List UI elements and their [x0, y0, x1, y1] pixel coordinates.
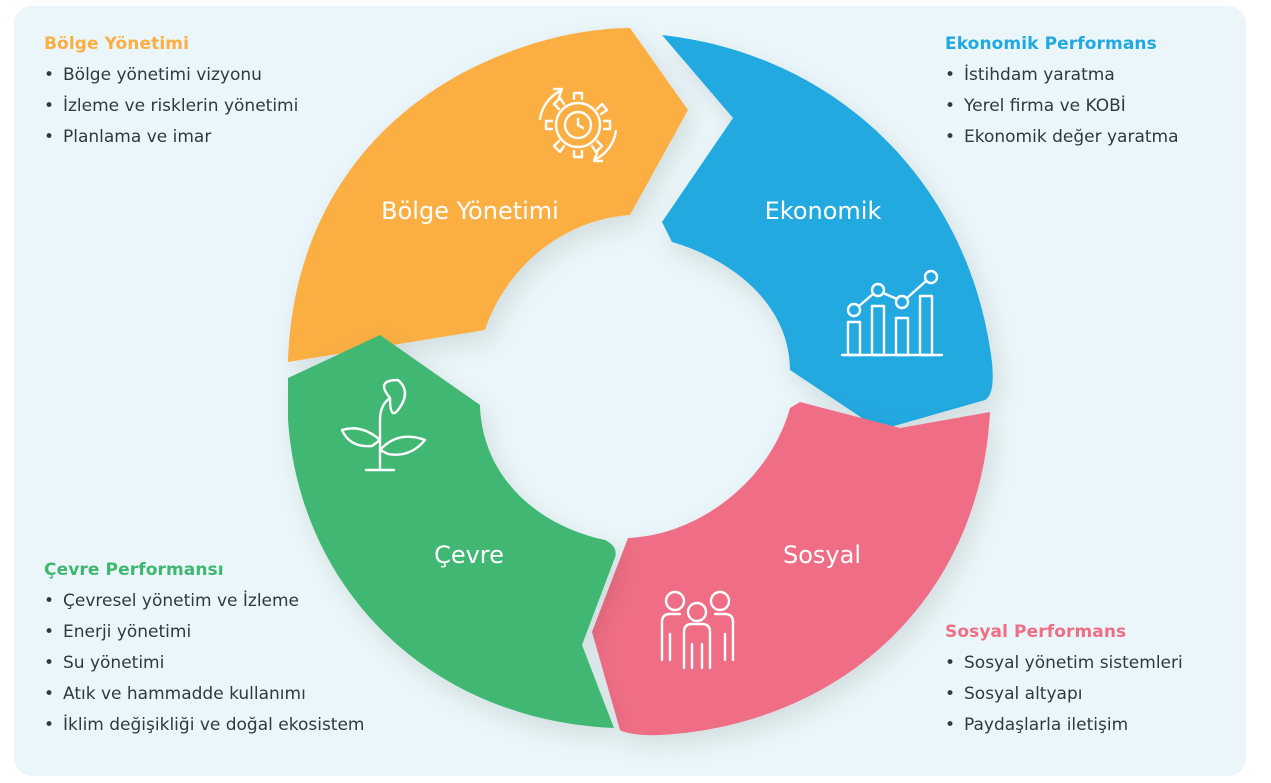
block-bolge: Bölge Yönetimi Bölge yönetimi vizyonu İz…	[44, 34, 298, 153]
plant-sprout-icon	[340, 378, 427, 472]
people-group-icon	[660, 590, 735, 670]
segment-ekonomik: Ekonomik	[662, 35, 993, 430]
segment-ekonomik-label: Ekonomik	[765, 197, 882, 225]
growth-chart-icon	[840, 269, 944, 357]
segment-bolge-shape	[288, 28, 688, 362]
block-bolge-list: Bölge yönetimi vizyonu İzleme ve riskler…	[44, 60, 298, 153]
gear-clock-icon	[538, 87, 618, 163]
segment-cevre: Çevre	[288, 335, 616, 728]
segment-sosyal-label: Sosyal	[783, 541, 861, 569]
block-cevre: Çevre Performansı Çevresel yönetim ve İz…	[44, 560, 365, 741]
block-cevre-list: Çevresel yönetim ve İzleme Enerji yöneti…	[44, 586, 365, 741]
list-item: Su yönetimi	[44, 648, 365, 679]
list-item: İstihdam yaratma	[945, 60, 1179, 91]
list-item: Sosyal altyapı	[945, 679, 1183, 710]
block-sosyal-list: Sosyal yönetim sistemleri Sosyal altyapı…	[945, 648, 1183, 741]
list-item: Bölge yönetimi vizyonu	[44, 60, 298, 91]
list-item: Paydaşlarla iletişim	[945, 710, 1183, 741]
block-sosyal: Sosyal Performans Sosyal yönetim sisteml…	[945, 622, 1183, 741]
list-item: Enerji yönetimi	[44, 617, 365, 648]
list-item: Çevresel yönetim ve İzleme	[44, 586, 365, 617]
block-bolge-title: Bölge Yönetimi	[44, 34, 190, 54]
segment-ekonomik-shape	[662, 35, 993, 430]
list-item: İzleme ve risklerin yönetimi	[44, 91, 298, 122]
list-item: Atık ve hammadde kullanımı	[44, 679, 365, 710]
list-item: Planlama ve imar	[44, 122, 298, 153]
segment-sosyal: Sosyal	[592, 402, 990, 736]
segment-bolge: Bölge Yönetimi	[288, 28, 688, 362]
list-item: Ekonomik değer yaratma	[945, 122, 1179, 153]
segment-cevre-label: Çevre	[434, 541, 504, 569]
list-item: İklim değişikliği ve doğal ekosistem	[44, 710, 365, 741]
block-cevre-title: Çevre Performansı	[44, 560, 224, 580]
segment-bolge-label: Bölge Yönetimi	[381, 197, 559, 225]
list-item: Yerel firma ve KOBİ	[945, 91, 1179, 122]
block-ekonomik: Ekonomik Performans İstihdam yaratma Yer…	[945, 34, 1179, 153]
block-ekonomik-title: Ekonomik Performans	[945, 34, 1157, 54]
block-ekonomik-list: İstihdam yaratma Yerel firma ve KOBİ Eko…	[945, 60, 1179, 153]
list-item: Sosyal yönetim sistemleri	[945, 648, 1183, 679]
block-sosyal-title: Sosyal Performans	[945, 622, 1127, 642]
